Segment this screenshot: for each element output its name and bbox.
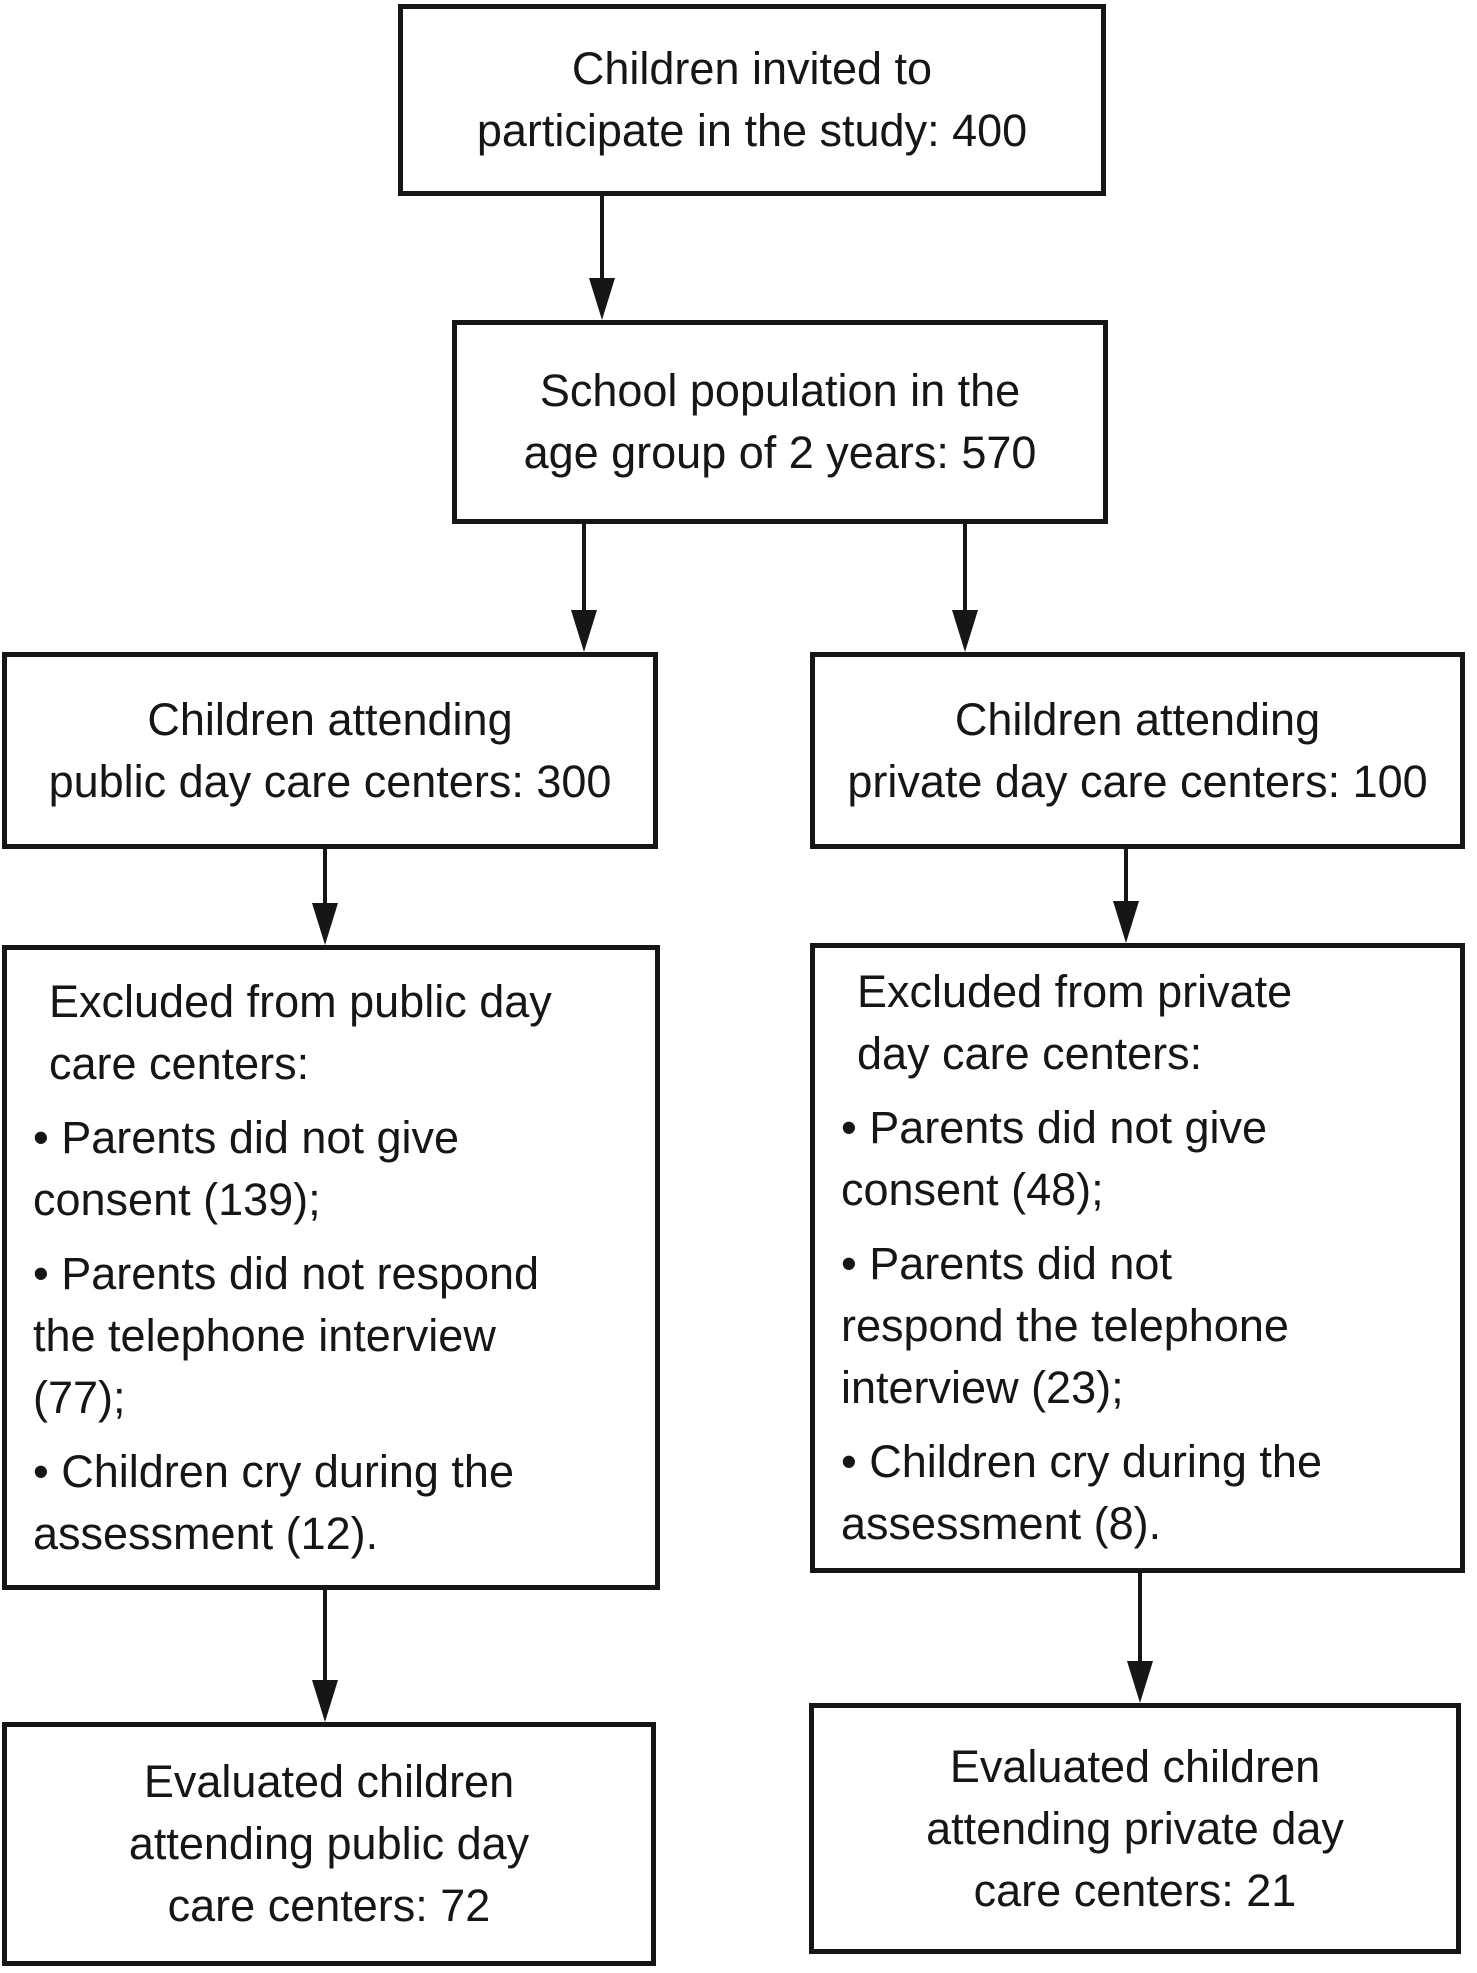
text-line: consent (48); [841,1164,1104,1215]
text-line: • Children cry during the [841,1436,1322,1487]
node-public-attending: Children attending public day care center… [2,652,658,849]
text-line: interview (23); [841,1362,1124,1413]
text-line: Children attending [147,693,513,745]
node-private-evaluated: Evaluated children attending private day c… [809,1703,1461,1954]
node-text: Children attending public day care center… [7,689,653,813]
text-line: Children invited to [571,43,933,94]
text-line: • Parents did not respond [33,1247,540,1299]
down-arrow [589,196,615,320]
text-line: attending public day [128,1818,530,1869]
text-paragraph: • Parents did not respond the telephone i… [33,1243,631,1429]
node-text: Evaluated children attending public day ca… [7,1751,651,1937]
text-line: public day care centers: 300 [48,755,612,807]
text-line: consent (139); [33,1173,321,1225]
node-text: Excluded from private day care centers: • … [815,939,1460,1577]
text-line: private day care centers: 100 [847,755,1428,807]
down-arrow [571,524,597,652]
text-line: attending private day [926,1802,1344,1854]
down-arrow [1127,1573,1153,1703]
down-arrow [1113,849,1139,943]
text-line: • Parents did not [841,1238,1172,1289]
text-line: Excluded from private [857,966,1293,1017]
text-line: care centers: 21 [973,1864,1297,1916]
text-paragraph: Excluded from public day care centers: [33,971,631,1095]
text-line: assessment (12). [33,1507,379,1559]
node-text: Excluded from public day care centers: • P… [7,949,655,1587]
node-public-excluded: Excluded from public day care centers: • P… [2,945,660,1590]
text-line: respond the telephone [841,1300,1289,1351]
node-text: School population in the age group of 2 y… [457,360,1103,484]
text-line: Evaluated children [143,1756,515,1807]
text-paragraph: • Parents did not respond the telephone in… [841,1233,1436,1419]
node-text: Children attending private day care cente… [815,689,1460,813]
down-arrow [312,1590,338,1722]
node-private-excluded: Excluded from private day care centers: • … [810,943,1465,1573]
node-children-invited: Children invited to participate in the st… [398,4,1106,196]
text-line: (77); [33,1371,126,1423]
text-line: • Parents did not give [841,1102,1268,1153]
text-line: age group of 2 years: 570 [523,427,1037,478]
node-private-attending: Children attending private day care cente… [810,652,1465,849]
text-line: Excluded from public day [49,975,552,1027]
text-line: care centers: [49,1037,310,1089]
node-public-evaluated: Evaluated children attending public day ca… [2,1722,656,1966]
text-line: care centers: 72 [167,1880,491,1931]
text-line: day care centers: [857,1028,1203,1079]
text-line: • Children cry during the [33,1445,514,1497]
text-line: • Parents did not give [33,1111,460,1163]
down-arrow [312,849,338,945]
text-line: the telephone interview [33,1309,496,1361]
text-paragraph: Excluded from private day care centers: [841,961,1436,1085]
text-paragraph: • Parents did not give consent (139); [33,1107,631,1231]
text-line: School population in the [539,365,1021,416]
node-text: Evaluated children attending private day c… [814,1736,1456,1922]
text-line: Evaluated children [949,1740,1321,1792]
text-line: assessment (8). [841,1498,1162,1549]
text-paragraph: • Parents did not give consent (48); [841,1097,1436,1221]
text-line: Children attending [954,693,1321,745]
text-paragraph: • Children cry during the assessment (12)… [33,1441,631,1565]
down-arrow [952,524,978,652]
node-school-population: School population in the age group of 2 y… [452,320,1108,524]
node-text: Children invited to participate in the st… [403,38,1101,162]
text-paragraph: • Children cry during the assessment (8). [841,1431,1436,1555]
text-line: participate in the study: 400 [476,105,1028,156]
